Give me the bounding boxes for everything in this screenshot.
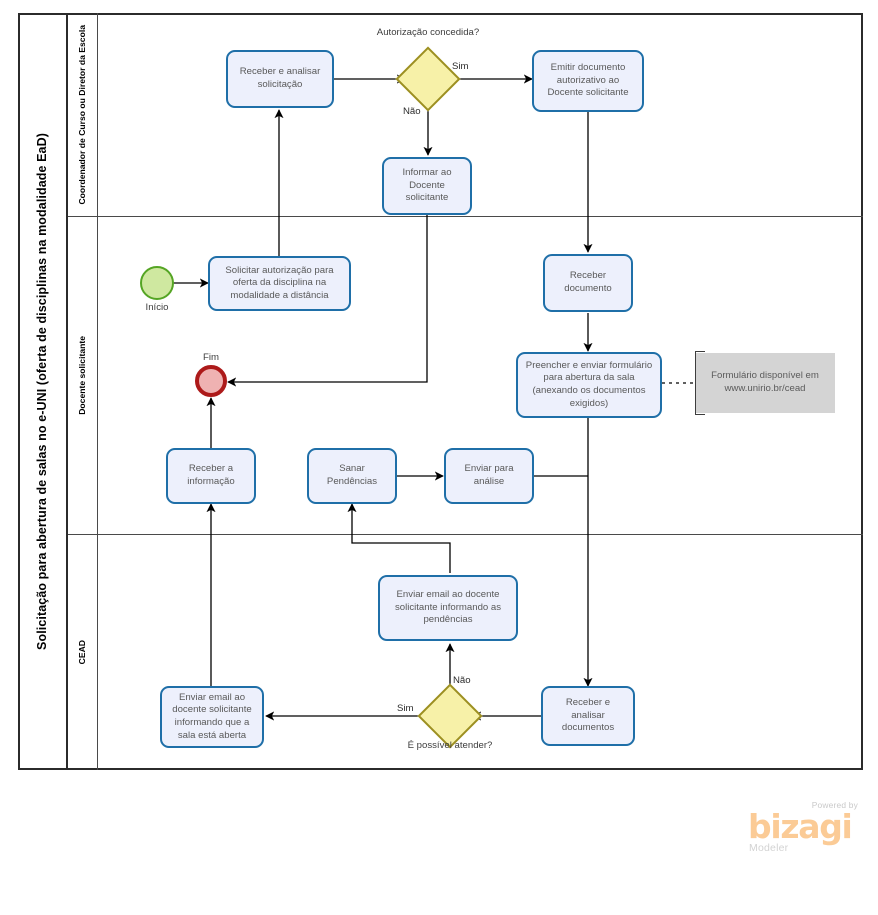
task-receber-informacao[interactable]: Receber a informação — [166, 448, 256, 504]
lane-divider-1 — [68, 216, 863, 217]
annotation-text: Formulário disponível em www.unirio.br/c… — [711, 370, 819, 394]
gateway-possivel-atender[interactable] — [417, 683, 483, 749]
bizagi-logo: Powered by bizagi Modeler — [748, 800, 860, 862]
end-event-label-text: Fim — [203, 352, 219, 363]
task-label: Receber a informação — [187, 463, 235, 487]
flow-label-text: Não — [453, 675, 471, 686]
gateway-diamond — [395, 46, 461, 112]
task-label: Receber e analisar solicitação — [239, 66, 321, 90]
gateway-possivel-atender-label: É possível atender? — [388, 740, 512, 751]
flow-label-sim-autorizacao: Sim — [452, 61, 469, 72]
gateway-autorizacao-label: Autorização concedida? — [366, 27, 490, 39]
task-label: Receber e analisar documentos — [561, 697, 615, 734]
lane-header-cead: CEAD — [68, 534, 98, 770]
task-label: Enviar email ao docente solicitante info… — [394, 589, 502, 626]
task-receber-analisar-solicitacao[interactable]: Receber e analisar solicitação — [226, 50, 334, 108]
task-sanar-pendencias[interactable]: Sanar Pendências — [307, 448, 397, 504]
pool-title: Solicitação para abertura de salas no e-… — [18, 13, 68, 770]
task-enviar-para-analise[interactable]: Enviar para análise — [444, 448, 534, 504]
gateway-label-text: É possível atender? — [407, 740, 493, 751]
flow-label-text: Sim — [397, 703, 414, 714]
task-receber-analisar-documentos[interactable]: Receber e analisar documentos — [541, 686, 635, 746]
task-solicitar-autorizacao[interactable]: Solicitar autorização para oferta da dis… — [208, 256, 351, 311]
lane-label-cead: CEAD — [76, 639, 87, 665]
lane-label-docente: Docente solicitante — [76, 335, 87, 415]
task-enviar-email-sala-aberta[interactable]: Enviar email ao docente solicitante info… — [160, 686, 264, 748]
task-label: Emitir documento autorizativo ao Docente… — [547, 62, 629, 99]
task-preencher-enviar-formulario[interactable]: Preencher e enviar formulário para abert… — [516, 352, 662, 418]
lane-header-coordenador: Coordenador de Curso ou Diretor da Escol… — [68, 13, 98, 216]
task-label: Receber documento — [564, 270, 612, 294]
start-event-label-text: Início — [145, 302, 169, 313]
start-event-label: Início — [124, 302, 190, 313]
annotation-formulario: Formulário disponível em www.unirio.br/c… — [695, 353, 835, 413]
task-label: Preencher e enviar formulário para abert… — [525, 359, 653, 409]
task-enviar-email-pendencias[interactable]: Enviar email ao docente solicitante info… — [378, 575, 518, 641]
gateway-diamond — [417, 683, 483, 749]
flow-label-nao-autorizacao: Não — [403, 106, 421, 117]
gateway-autorizacao-concedida[interactable] — [395, 46, 461, 112]
lane-label-coordenador: Coordenador de Curso ou Diretor da Escol… — [76, 24, 87, 205]
task-emitir-documento[interactable]: Emitir documento autorizativo ao Docente… — [532, 50, 644, 112]
end-event-fim[interactable] — [195, 365, 227, 397]
lane-header-docente: Docente solicitante — [68, 216, 98, 534]
task-informar-docente[interactable]: Informar ao Docente solicitante — [382, 157, 472, 215]
annotation-bracket — [695, 351, 705, 415]
task-label: Sanar Pendências — [326, 463, 378, 487]
flow-label-sim-atender: Sim — [397, 703, 414, 714]
logo-brand-text: bizagi — [748, 807, 853, 846]
task-label: Enviar email ao docente solicitante info… — [172, 691, 252, 741]
flow-label-text: Sim — [452, 61, 469, 72]
gateway-label-text: Autorização concedida? — [376, 27, 480, 38]
flow-label-nao-atender: Não — [453, 675, 471, 686]
lane-divider-2 — [68, 534, 863, 535]
task-label: Solicitar autorização para oferta da dis… — [225, 264, 334, 301]
logo-powered-by-text: Powered by — [811, 800, 858, 810]
logo-product-text: Modeler — [749, 842, 789, 854]
flow-label-text: Não — [403, 106, 421, 117]
end-event-label: Fim — [178, 352, 244, 363]
task-receber-documento[interactable]: Receber documento — [543, 254, 633, 312]
start-event-inicio[interactable] — [140, 266, 174, 300]
task-label: Enviar para análise — [464, 463, 514, 487]
pool-title-label: Solicitação para abertura de salas no e-… — [35, 133, 49, 650]
task-label: Informar ao Docente solicitante — [402, 167, 452, 204]
